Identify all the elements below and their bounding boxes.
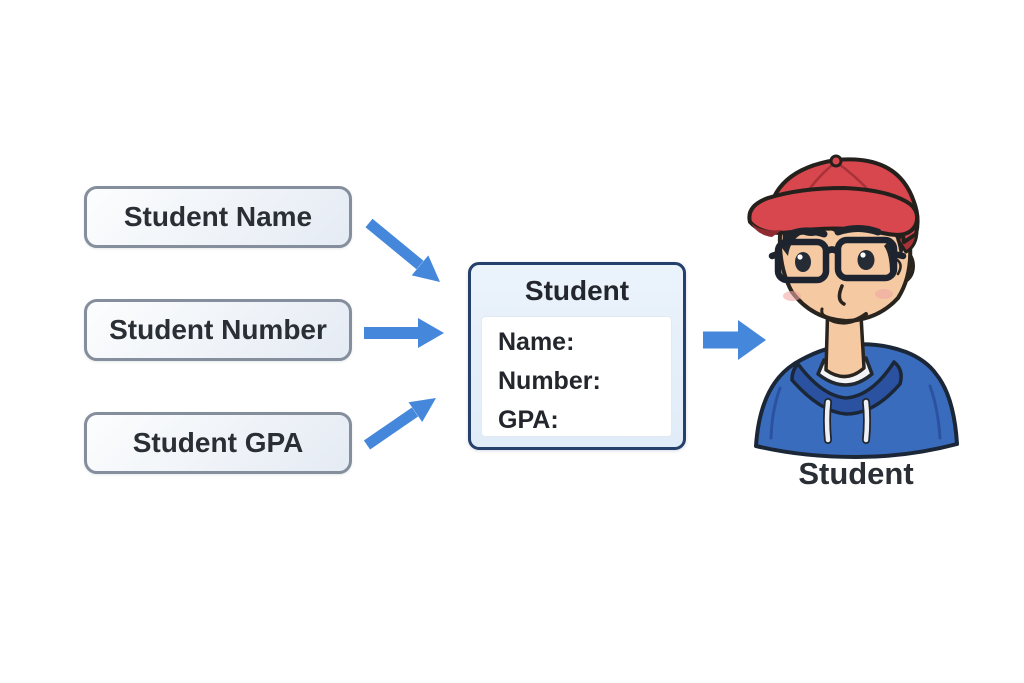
arrow-number-to-class-icon	[364, 318, 444, 348]
attribute-label: Student Name	[123, 201, 313, 232]
avatar-caption: Student	[798, 456, 914, 491]
attribute-label: Student GPA	[132, 427, 304, 458]
arrow-gpa-to-class-icon	[363, 398, 436, 450]
class-field-number: Number:	[498, 367, 601, 395]
attribute-box-student-gpa: Student GPA	[84, 412, 352, 474]
attribute-label: Student Number	[109, 314, 327, 345]
student-avatar-icon	[740, 148, 972, 460]
arrow-class-to-student-icon	[703, 320, 766, 360]
class-field-name: Name:	[498, 328, 575, 356]
attribute-box-student-number: Student Number	[84, 299, 352, 361]
attribute-box-student-name: Student Name	[84, 186, 352, 248]
arrow-name-to-class-icon	[365, 218, 440, 282]
class-title: Student	[524, 275, 630, 306]
class-fields-panel: Name: Number: GPA:	[481, 316, 672, 437]
class-field-gpa: GPA:	[498, 406, 559, 434]
class-box-student: Student Name: Number: GPA:	[468, 262, 686, 450]
